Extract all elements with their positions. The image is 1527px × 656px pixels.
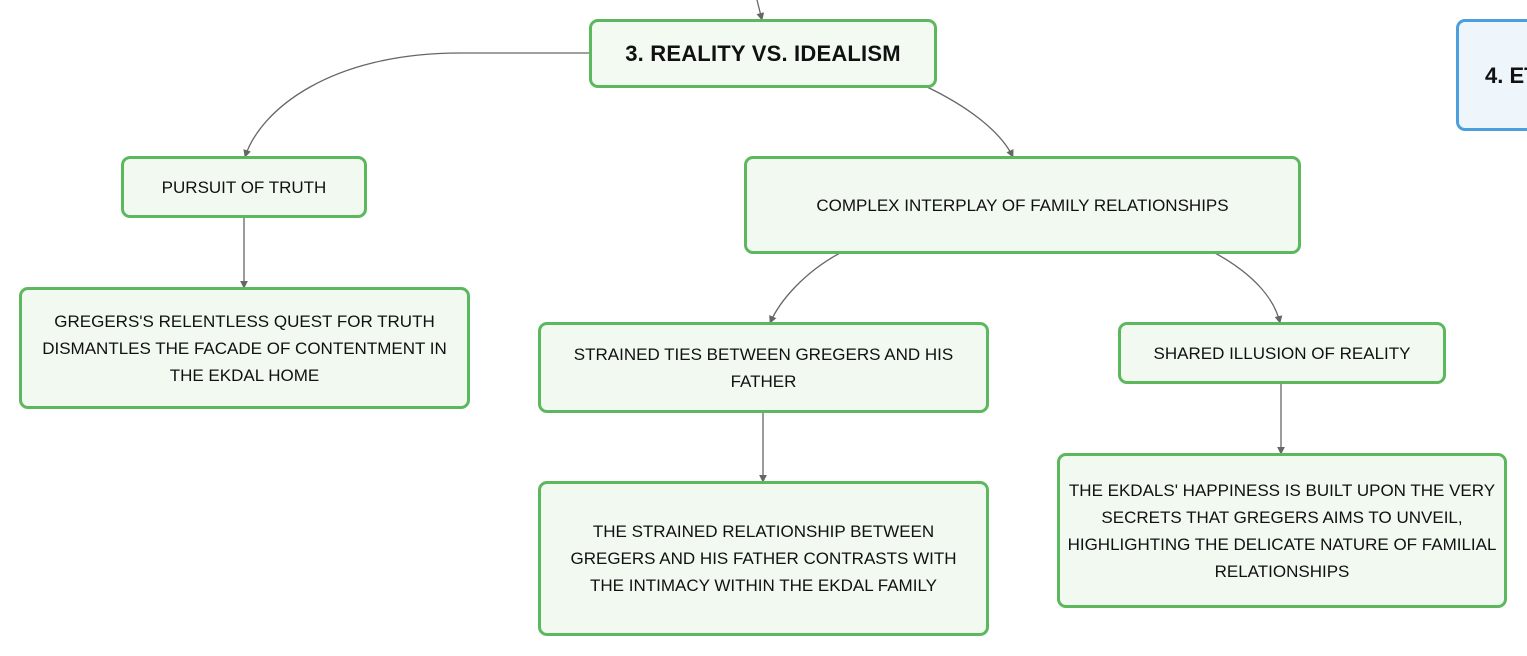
- connector-family-to-strained: [769, 252, 841, 324]
- node-ekdals-happiness[interactable]: THE EKDALS' HAPPINESS IS BUILT UPON THE …: [1057, 453, 1507, 608]
- node-strained-detail-label: THE STRAINED RELATIONSHIP BETWEEN GREGER…: [570, 522, 957, 595]
- node-gregers-quest[interactable]: GREGERS'S RELENTLESS QUEST FOR TRUTH DIS…: [19, 287, 470, 409]
- node-shared-illusion[interactable]: SHARED ILLUSION OF REALITY: [1118, 322, 1446, 384]
- node-reality-vs-idealism-label: 3. REALITY VS. IDEALISM: [625, 41, 901, 66]
- node-ethics-partial[interactable]: 4. ET: [1456, 19, 1527, 131]
- node-ekdals-happiness-label: THE EKDALS' HAPPINESS IS BUILT UPON THE …: [1067, 480, 1497, 581]
- node-family-relationships-label: COMPLEX INTERPLAY OF FAMILY RELATIONSHIP…: [816, 195, 1229, 215]
- node-pursuit-of-truth-label: PURSUIT OF TRUTH: [161, 177, 327, 197]
- node-shared-illusion-label: SHARED ILLUSION OF REALITY: [1153, 343, 1411, 363]
- node-strained-detail[interactable]: THE STRAINED RELATIONSHIP BETWEEN GREGER…: [538, 481, 989, 636]
- node-ethics-partial-label: 4. ET: [1485, 62, 1527, 88]
- node-reality-vs-idealism[interactable]: 3. REALITY VS. IDEALISM: [589, 19, 937, 88]
- node-strained-ties-label: STRAINED TIES BETWEEN GREGERS AND HIS FA…: [573, 344, 954, 391]
- connector-family-to-illusion: [1214, 252, 1283, 324]
- connector-reality-to-pursuit: [243, 52, 590, 158]
- node-pursuit-of-truth[interactable]: PURSUIT OF TRUTH: [121, 156, 367, 218]
- connector-reality-to-family: [924, 85, 1014, 158]
- node-family-relationships[interactable]: COMPLEX INTERPLAY OF FAMILY RELATIONSHIP…: [744, 156, 1301, 254]
- node-gregers-quest-label: GREGERS'S RELENTLESS QUEST FOR TRUTH DIS…: [42, 311, 447, 385]
- connector-parent-to-reality: [756, 0, 765, 21]
- node-strained-ties[interactable]: STRAINED TIES BETWEEN GREGERS AND HIS FA…: [538, 322, 989, 413]
